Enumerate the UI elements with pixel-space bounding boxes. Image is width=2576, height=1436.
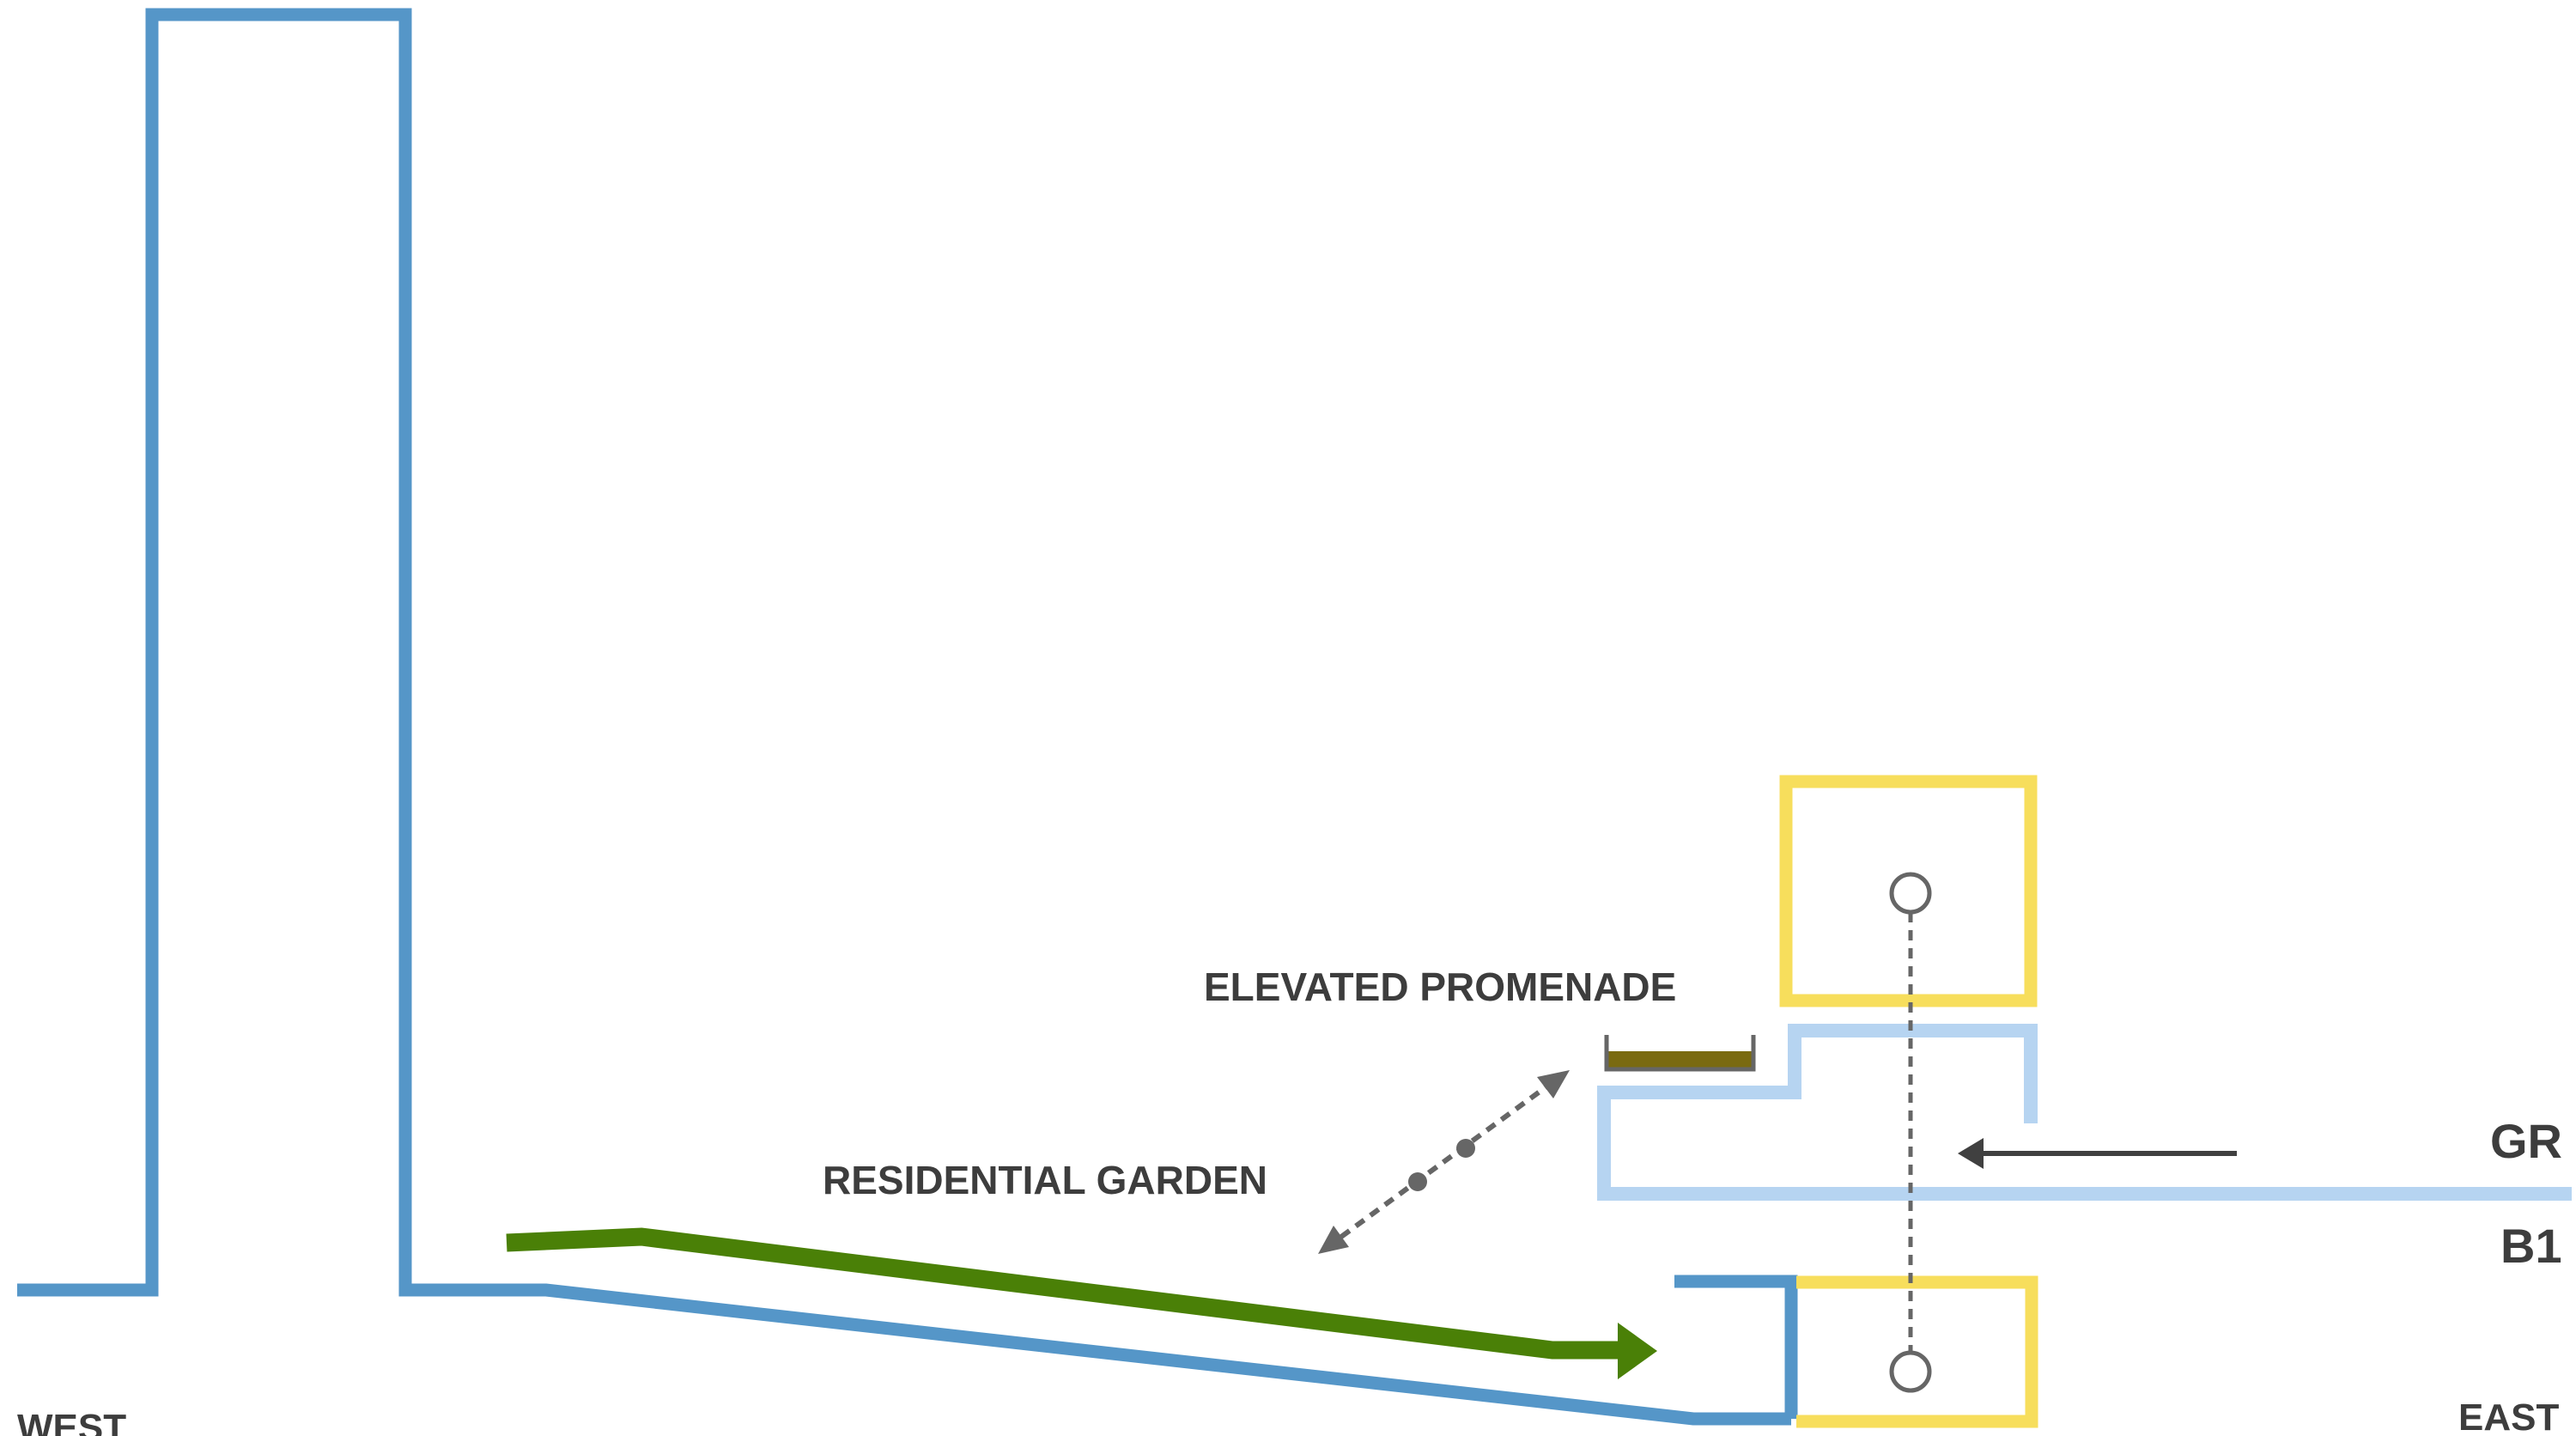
lower-yellow-box [1796,1275,2038,1428]
elevated-promenade-fill [1607,1051,1752,1068]
arrow-left-icon [1958,1138,1984,1169]
circle-icon [1889,872,1932,915]
ground-floor-outline [1597,1024,2572,1201]
node-dot [1408,1172,1427,1191]
gr-level-label: GR [2490,1114,2562,1168]
arrow-right-icon [1618,1323,1657,1379]
double-arrow-line [1340,1085,1547,1239]
tower-ground-profile [17,8,1791,1426]
residential-garden-ramp [506,1227,1623,1360]
node-dot [1456,1139,1475,1158]
east-label: EAST [2458,1396,2559,1436]
west-label: WEST [17,1407,126,1436]
elevated-promenade-bracket [1604,1035,1756,1072]
b1-level-label: B1 [2500,1219,2562,1273]
double-arrow-icon [1537,1070,1570,1098]
circle-icon [1889,1350,1932,1393]
elevated-promenade-label: ELEVATED PROMENADE [1204,964,1676,1009]
upper-yellow-box [1779,775,2038,1007]
double-arrow-icon [1318,1226,1349,1254]
residential-garden-label: RESIDENTIAL GARDEN [823,1158,1267,1202]
basement-wall [1674,1275,1798,1419]
